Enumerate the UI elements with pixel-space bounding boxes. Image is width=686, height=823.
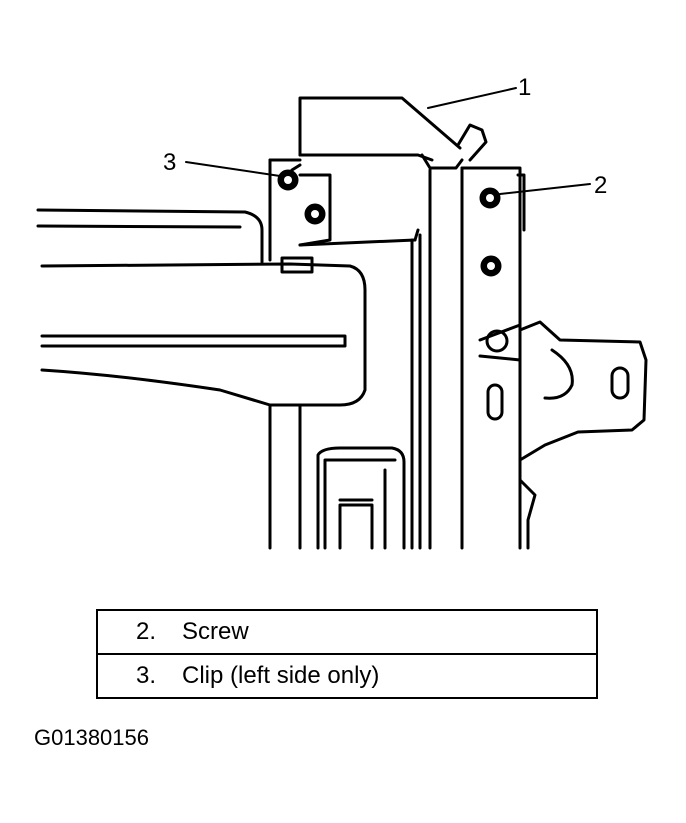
screw-left	[304, 203, 326, 225]
legend-text: Clip (left side only)	[182, 662, 380, 689]
leader-line-2	[499, 183, 591, 195]
callout-3: 3	[163, 149, 176, 176]
screw-upper-right	[479, 187, 501, 209]
lower-channel	[316, 446, 406, 550]
legend-number: 3.	[135, 662, 156, 689]
clip	[277, 169, 299, 191]
screw-lower-right	[480, 255, 502, 277]
legend-row: 3. Clip (left side only)	[96, 653, 598, 699]
upper-rail	[36, 208, 264, 264]
radiator-support-diagram: 1 2 3	[36, 74, 648, 550]
legend-row: 2. Screw	[96, 609, 598, 655]
leader-line-1	[427, 87, 517, 109]
legend-number: 2.	[135, 618, 156, 645]
legend-table: 2. Screw 3. Clip (left side only)	[96, 609, 598, 699]
legend-cell: 2. Screw	[96, 609, 598, 655]
side-tab	[478, 320, 648, 462]
main-cross-beam	[40, 262, 367, 550]
legend-text: Screw	[182, 618, 249, 645]
callout-1: 1	[518, 74, 531, 101]
figure-code: G01380156	[34, 725, 149, 750]
leader-line-3	[185, 161, 281, 177]
bracket-assembly	[268, 96, 488, 274]
callout-2: 2	[594, 172, 607, 199]
vertical-post	[410, 166, 537, 550]
legend-cell: 3. Clip (left side only)	[96, 653, 598, 699]
